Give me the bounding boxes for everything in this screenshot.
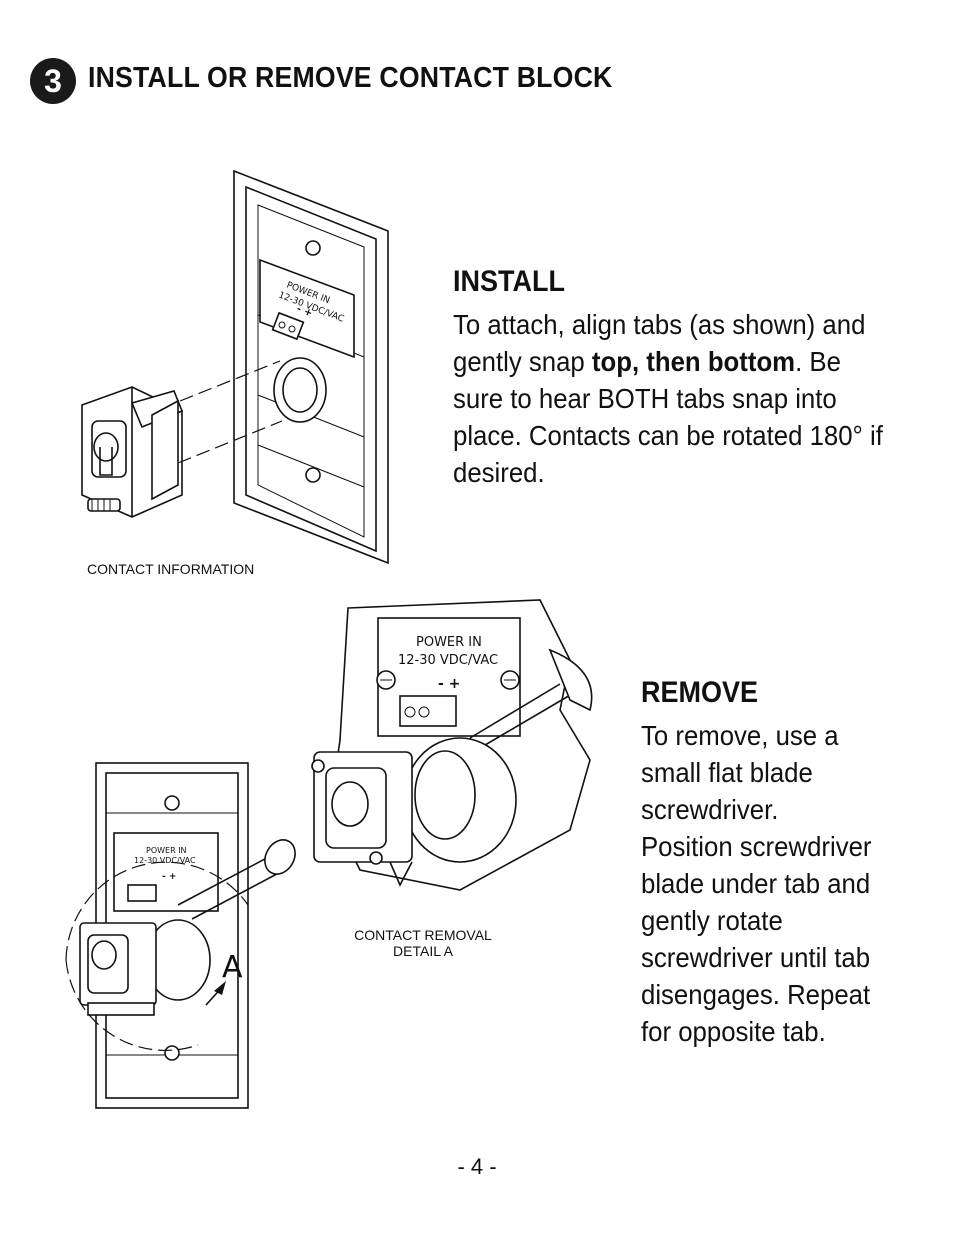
contact-removal-caption: CONTACT REMOVAL DETAIL A: [338, 927, 508, 959]
overview-power-in-label: POWER IN: [146, 846, 187, 855]
install-illustration: POWER IN 12-30 VDC/VAC - +: [81, 169, 389, 565]
install-heading: INSTALL: [453, 265, 565, 298]
section-title: INSTALL OR REMOVE CONTACT BLOCK: [88, 62, 613, 94]
install-text-bold: top, then bottom: [591, 346, 796, 377]
remove-line: screwdriver.: [641, 794, 779, 825]
page-number: - 4 -: [457, 1154, 497, 1179]
remove-line: blade under tab and: [641, 868, 871, 899]
install-text-start: To attach, align tabs (as shown) and gen…: [453, 309, 866, 377]
detail-a-marker: A: [222, 950, 243, 985]
install-polarity-label: - +: [295, 304, 314, 320]
remove-line: To remove, use a: [641, 720, 839, 751]
overview-polarity-label: - +: [162, 872, 176, 882]
detail-voltage-label: 12-30 VDC/VAC: [398, 653, 498, 668]
contact-removal-caption-line2: DETAIL A: [393, 943, 453, 959]
remove-heading: REMOVE: [641, 676, 759, 709]
step-number-badge: 3: [30, 58, 76, 104]
install-instructions: To attach, align tabs (as shown) and gen…: [453, 306, 885, 491]
contact-information-caption: CONTACT INFORMATION: [87, 561, 255, 577]
remove-line: disengages. Repeat: [641, 979, 871, 1010]
remove-instructions: To remove, use a small flat blade screwd…: [641, 717, 908, 1050]
remove-line: small flat blade: [641, 757, 813, 788]
remove-line: for opposite tab.: [641, 1016, 826, 1047]
detail-polarity-label: - +: [438, 676, 460, 692]
detail-power-in-label: POWER IN: [416, 635, 482, 650]
install-text-end: . Be sure to hear BOTH tabs snap into pl…: [453, 346, 883, 488]
contact-removal-caption-line1: CONTACT REMOVAL: [354, 927, 492, 943]
remove-line: gently rotate: [641, 905, 783, 936]
removal-overview-illustration: POWER IN 12-30 VDC/VAC - + A: [65, 762, 296, 1109]
overview-voltage-label: 12-30 VDC/VAC: [134, 856, 196, 865]
removal-detail-illustration: POWER IN 12-30 VDC/VAC - +: [311, 599, 593, 891]
remove-line: screwdriver until tab: [641, 942, 871, 973]
remove-line: Position screwdriver: [641, 831, 872, 862]
